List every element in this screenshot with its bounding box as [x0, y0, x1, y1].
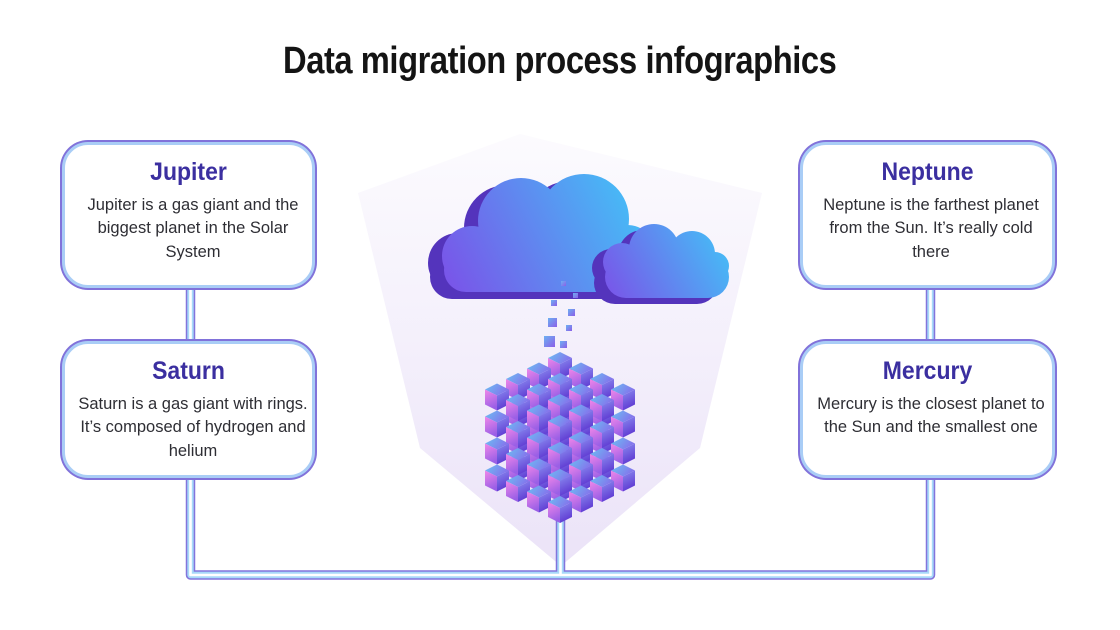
card-saturn: Saturn Saturn is a gas giant with rings.…: [62, 341, 315, 478]
card-neptune: Neptune Neptune is the farthest planet f…: [800, 142, 1055, 288]
card-body: Mercury is the closest planet to the Sun…: [817, 395, 1045, 437]
card-body: Jupiter is a gas giant and the biggest p…: [87, 196, 299, 261]
cloud-icon: [428, 174, 729, 304]
page-title: Data migration process infographics: [283, 40, 837, 82]
data-cubes-icon: [485, 352, 635, 523]
card-title: Jupiter: [150, 158, 227, 186]
card-jupiter: Jupiter Jupiter is a gas giant and the b…: [62, 142, 315, 288]
card-title: Neptune: [881, 158, 974, 186]
card-body: Neptune is the farthest planet from the …: [823, 196, 1039, 261]
card-title: Saturn: [152, 357, 225, 385]
falling-data-squares-icon: [544, 281, 578, 348]
card-mercury: Mercury Mercury is the closest planet to…: [800, 341, 1055, 478]
card-body: Saturn is a gas giant with rings. It’s c…: [78, 395, 308, 460]
card-title: Mercury: [882, 357, 973, 385]
